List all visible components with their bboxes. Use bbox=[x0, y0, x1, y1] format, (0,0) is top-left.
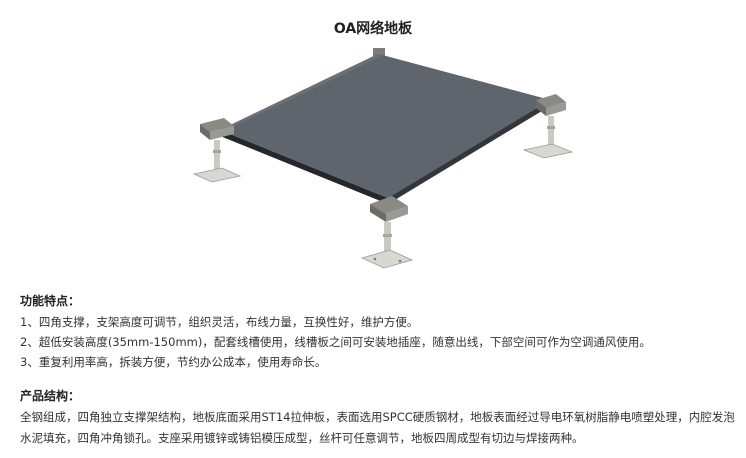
pedestal-left bbox=[192, 118, 242, 183]
feature-item: 3、重复利用率高，拆装方便，节约办公成本，使用寿命长。 bbox=[20, 355, 327, 369]
pedestal-right bbox=[522, 94, 574, 159]
page-title: OA网络地板 bbox=[333, 21, 413, 37]
pedestal-front bbox=[360, 196, 414, 269]
panel-top bbox=[220, 54, 550, 198]
features-heading: 功能特点： bbox=[20, 294, 81, 308]
floor-panel-image bbox=[192, 48, 574, 269]
pedestal-back bbox=[373, 48, 385, 58]
structure-heading: 产品结构： bbox=[20, 389, 81, 403]
feature-item: 1、四角支撑，支架高度可调节，组织灵活，布线力量，互换性好，维护方便。 bbox=[20, 315, 419, 329]
feature-item: 2、超低安装高度(35mm-150mm)，配套线槽使用，线槽板之间可安装地插座，… bbox=[20, 335, 651, 349]
structure-description: 全钢组成，四角独立支撑架结构，地板底面采用ST14拉伸板，表面选用SPCC硬质钢… bbox=[20, 410, 735, 445]
